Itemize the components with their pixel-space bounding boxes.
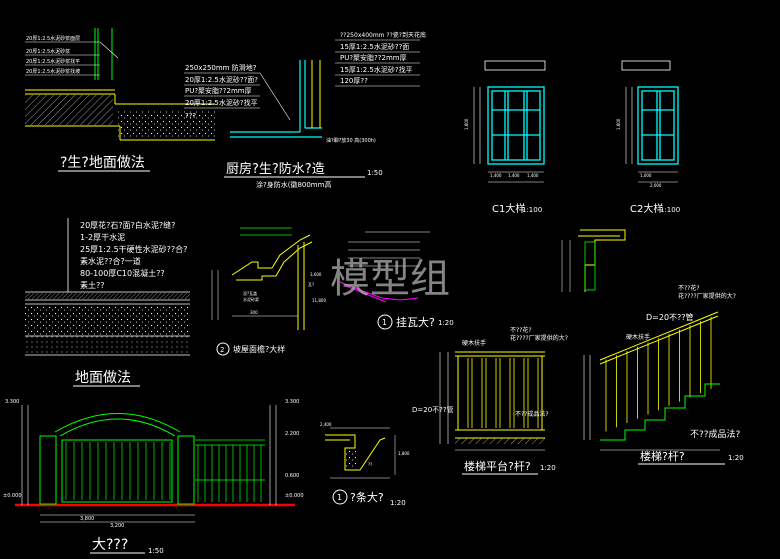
platform-callout: 不??花? — [510, 326, 532, 334]
c1-label: C1大样 — [492, 202, 525, 215]
ground-note-3: 25厚1:2.5干硬性水泥砂??合? — [80, 244, 187, 254]
ground-note-2: 1-2厚干水泥 — [80, 232, 125, 242]
platform-label: 楼梯平台?杆? — [464, 459, 531, 473]
tile-marker-circle — [377, 314, 393, 330]
c2-dim-2: 2,000 — [650, 183, 662, 188]
eaves-dim-1: 300 — [250, 310, 258, 315]
eaves-label-3: 瓦? — [308, 282, 314, 287]
bathroom-note-3: 20厚1:2.5水泥砂浆找平 — [26, 58, 80, 65]
strip-marker-circle — [332, 489, 348, 505]
kitchen-note-5: ??? — [185, 112, 196, 120]
gate-level-right-4: ±0.000 — [285, 493, 304, 499]
gate-level-right-2: 2.200 — [285, 431, 299, 437]
eaves-marker: 2 — [220, 346, 224, 354]
bathroom-note-2: 20厚1:2.5水泥砂浆 — [26, 48, 70, 55]
kitchen-scale: 1:50 — [367, 169, 383, 177]
railing-stair-detail: 硬木扶手 不??花? 花????厂家提供的大? D=20不??管 不??成品法?… — [583, 284, 744, 465]
platform-scale: 1:20 — [540, 464, 556, 472]
kitchen-title: 厨房?生?防水?造 — [226, 161, 325, 177]
kitchen-note-2: 20厚1:2.5水泥砂??面? — [185, 75, 258, 84]
kitchen-wall-note-2: 15厚1:2.5水泥砂??面 — [340, 42, 409, 51]
strip-dim-3: 1,800 — [398, 451, 410, 456]
stair-top-note: 硬木扶手 — [626, 333, 650, 341]
stair-scale: 1:20 — [728, 454, 744, 462]
c1-dim-2: 1,400 — [508, 173, 520, 178]
ground-floor-detail: 20厚花?石?面?白水泥?缝? 1-2厚干水泥 25厚1:2.5干硬性水泥砂??… — [25, 218, 190, 387]
c1-scale: 1:100 — [522, 206, 542, 214]
strip-marker: 1 — [337, 493, 342, 502]
ground-note-5: 80-100厚C10混凝土?? — [80, 268, 165, 278]
eaves-marker-circle — [216, 342, 230, 356]
kitchen-wall-note-1: ??250x400mm ??瓷?到天花底 — [340, 31, 426, 39]
ground-note-6: 素土?? — [80, 280, 105, 290]
stair-callout2: 花????厂家提供的大? — [678, 292, 736, 300]
strip-detail: 2,400 ?? 1,800 1 ?条大? 1:20 — [320, 422, 410, 507]
eaves-label-1: 泥?瓦盖 — [243, 290, 257, 296]
gate-level-right-3: 0.600 — [285, 473, 299, 479]
gate-dim-2: 3,200 — [110, 523, 124, 529]
gate-title: 大??? — [92, 537, 128, 553]
eaves-label: 坡屋面檐?大样 — [233, 344, 285, 354]
gate-level-left-bottom: ±0.000 — [3, 493, 22, 499]
bathroom-floor-detail: 20厚1:2.5水泥砂浆面层 20厚1:2.5水泥砂浆 20厚1:2.5水泥砂浆… — [25, 28, 215, 172]
gate-level-left-top: 3.300 — [5, 399, 19, 405]
kitchen-note-1: 250x250mm 防滑地? — [185, 63, 257, 72]
c2-dim-side: 1,800 — [616, 118, 621, 130]
tile-marker: 1 — [382, 318, 387, 327]
eaves-label-2: 水泥砂浆 — [243, 296, 259, 302]
strip-label: ?条大? — [350, 490, 384, 504]
kitchen-wall-note-5: 120厚?? — [340, 77, 368, 85]
eaves-detail: 泥?瓦盖 水泥砂浆 瓦? 300 3,600 11,800 2 坡屋面檐?大样 — [211, 227, 326, 356]
platform-top-note: 硬木扶手 — [462, 339, 486, 347]
window-c2-detail: 1,000 2,000 1,800 C2大样 1:100 — [616, 60, 680, 215]
ground-note-1: 20厚花?石?面?白水泥?缝? — [80, 220, 175, 230]
stair-product-note: 不??成品法? — [690, 428, 741, 440]
c2-dim-1: 1,000 — [640, 173, 652, 178]
c1-dim-side: 1,800 — [464, 118, 469, 130]
kitchen-note-3: PU?聚安脂??2mm厚 — [185, 86, 252, 95]
gate-scale: 1:50 — [148, 547, 164, 555]
kitchen-waterproof-detail: 250x250mm 防滑地? 20厚1:2.5水泥砂??面? PU?聚安脂??2… — [184, 31, 426, 189]
eaves-dim-2: 3,600 — [310, 272, 322, 277]
strip-dim-2: ?? — [368, 462, 372, 467]
stair-label: 楼梯?杆? — [640, 449, 685, 463]
ground-floor-title: 地面做法 — [75, 370, 131, 386]
railing-platform-detail: 硬木扶手 不??花? 花????厂家提供的大? D=20不??管 不??成品法?… — [412, 326, 568, 475]
tile-scale: 1:20 — [438, 319, 454, 327]
ground-note-4: 素水泥??合?一道 — [80, 256, 141, 266]
gate-level-right-1: 3.300 — [285, 399, 299, 405]
bathroom-note-4: 20厚1:2.5水泥砂浆找坡 — [26, 68, 80, 75]
gate-elevation: 3.300 ±0.000 3.300 2.200 0.600 ±0.000 3,… — [3, 399, 304, 555]
kitchen-wall-note-4: 15厚1:2.5水泥砂?找平 — [340, 65, 413, 74]
watermark-text: 模型组 — [330, 256, 450, 302]
kitchen-bottom-note: 油?聊?放30 高(300h) — [326, 137, 376, 144]
c2-scale: 1:100 — [660, 206, 680, 214]
gate-dim-1: 3,800 — [80, 516, 94, 522]
platform-side-note: D=20不??管 — [412, 405, 454, 414]
c2-label: C2大样 — [630, 202, 663, 215]
c1-dim-1: 1,400 — [490, 173, 502, 178]
strip-dim-1: 2,400 — [320, 422, 332, 427]
stair-callout: 不??花? — [678, 284, 700, 292]
platform-product-note: 不??成品法? — [515, 410, 549, 418]
stair-side-note: D=20不??管 — [646, 312, 694, 322]
small-section-detail — [561, 229, 626, 292]
kitchen-wall-note-3: PU?聚安脂??2mm厚 — [340, 53, 407, 62]
platform-callout2: 花????厂家提供的大? — [510, 334, 568, 342]
kitchen-subtitle: 涂?身防水(徽800mm高 — [256, 180, 331, 189]
strip-scale: 1:20 — [390, 499, 406, 507]
tile-label: 挂瓦大? — [396, 315, 435, 329]
bathroom-note-1: 20厚1:2.5水泥砂浆面层 — [26, 35, 80, 42]
kitchen-note-4: 20厚1:2.5水泥砂?找平 — [185, 98, 258, 107]
c1-dim-3: 1,400 — [527, 173, 539, 178]
window-c1-detail: 1,400 1,400 1,400 1,800 C1大样 1:100 — [464, 60, 546, 215]
eaves-dim-3: 11,800 — [312, 298, 326, 303]
bathroom-floor-title: ?生?地面做法 — [60, 155, 145, 171]
tile-detail: 1 挂瓦大? 1:20 — [339, 231, 454, 330]
